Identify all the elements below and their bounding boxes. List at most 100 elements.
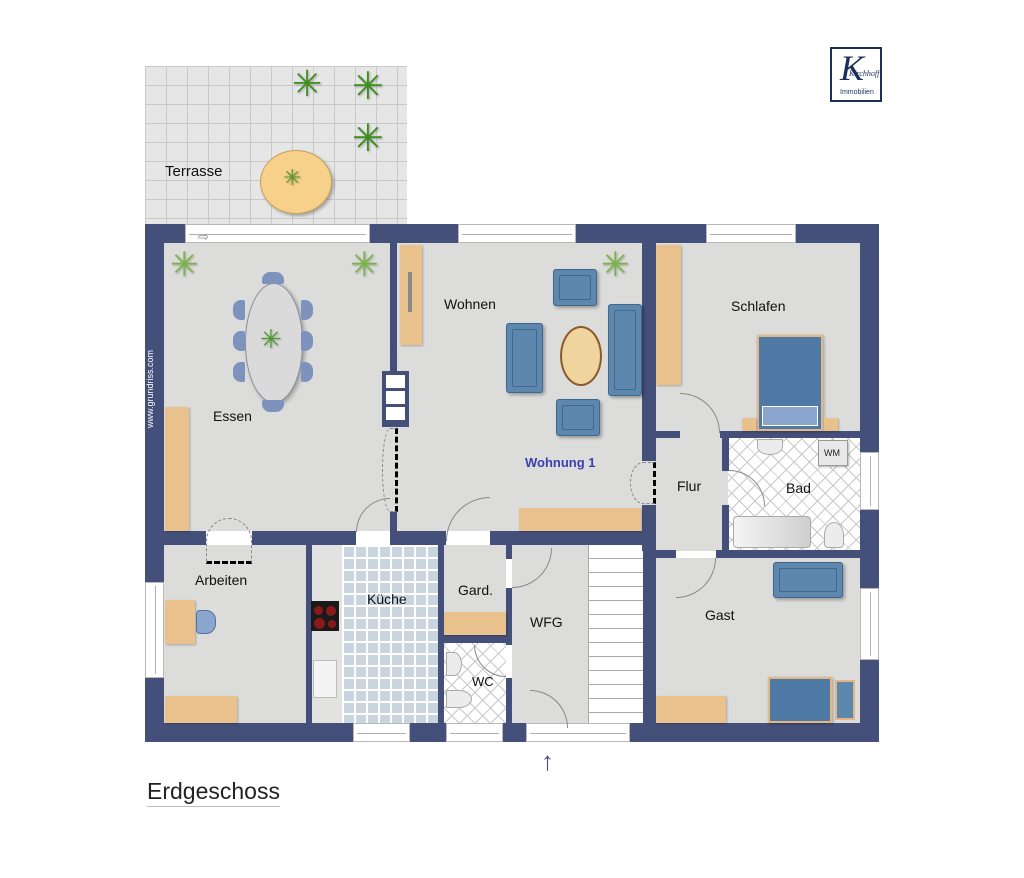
room-label-terrasse: Terrasse xyxy=(165,163,223,180)
wall-essen-arbeiten-left xyxy=(164,531,206,545)
dining-chair xyxy=(301,331,313,351)
wall-right-mid xyxy=(860,510,879,588)
chimney-vents xyxy=(386,375,405,423)
burner xyxy=(326,606,336,616)
pillow xyxy=(835,680,855,720)
room-label-wfg: WFG xyxy=(530,614,563,630)
wall-bottom-left xyxy=(145,723,353,742)
guest-sofa xyxy=(773,562,843,598)
logo-letter: K xyxy=(840,48,865,88)
door-arbeiten xyxy=(206,518,252,564)
wall-wfg-gast xyxy=(643,545,656,725)
burner xyxy=(314,618,325,629)
wall-bottom-mid1 xyxy=(410,723,446,742)
window-kueche xyxy=(353,723,410,742)
armchair xyxy=(553,269,597,306)
coffee-table xyxy=(560,326,602,386)
wall-kueche-gard xyxy=(438,545,444,723)
terrace-door-arrow-icon: ⇨ xyxy=(198,229,209,244)
wall-flur-bad-top xyxy=(722,431,729,471)
wall-schlafen-bottom xyxy=(656,431,680,438)
shelf-gast xyxy=(656,696,726,723)
desk-arbeiten xyxy=(165,600,195,644)
wall-schlafen-bad xyxy=(720,431,860,438)
wall-right-top xyxy=(860,224,879,452)
wall-top-mid1 xyxy=(370,224,458,243)
dining-chair xyxy=(301,362,313,382)
room-label-gard: Gard. xyxy=(458,582,494,598)
dining-chair xyxy=(233,362,245,382)
wall-wohnen-bottom-1 xyxy=(390,531,446,545)
plant-icon: ✳ xyxy=(601,246,630,284)
wall-bottom-right xyxy=(630,723,879,742)
wall-gard-wfg xyxy=(506,588,512,645)
wc-toilet xyxy=(446,690,472,708)
door-wohnen-flur xyxy=(630,462,656,504)
terrace-area xyxy=(145,66,407,224)
wall-left-top xyxy=(145,224,164,582)
plant-icon: ✳ xyxy=(292,63,323,104)
bath-sink xyxy=(757,439,783,455)
wall-essen-arbeiten-right xyxy=(252,531,356,545)
floor-kueche xyxy=(342,545,438,723)
wall-wohnen-schlafen xyxy=(642,243,656,461)
room-label-arbeiten: Arbeiten xyxy=(195,572,248,588)
washing-machine xyxy=(818,440,848,466)
sideboard-essen xyxy=(165,407,189,531)
nightstand xyxy=(742,418,756,431)
bath-toilet xyxy=(824,522,844,548)
staircase xyxy=(588,545,643,723)
room-label-gast: Gast xyxy=(705,607,735,623)
dining-chair xyxy=(233,300,245,320)
single-bed xyxy=(768,677,832,723)
sideboard-wohnen xyxy=(519,508,641,531)
room-label-kueche: Küche xyxy=(367,591,407,607)
wall-flur-bad-bottom xyxy=(722,505,729,553)
pillows xyxy=(762,406,818,426)
wall-gard-wfg-top xyxy=(506,545,512,559)
wall-top-right xyxy=(796,224,879,243)
room-label-flur: Flur xyxy=(677,478,702,494)
unit-label: Wohnung 1 xyxy=(525,455,596,470)
dining-chair xyxy=(301,300,313,320)
plant-icon: ✳ xyxy=(350,246,379,284)
logo-script: Kirchhoff xyxy=(849,69,880,78)
wall-flur-gast xyxy=(656,550,676,558)
floor-flur xyxy=(642,431,728,551)
dining-chair xyxy=(262,400,284,412)
window-wc xyxy=(446,723,503,742)
room-label-essen: Essen xyxy=(213,408,252,424)
washing-machine-label: WM xyxy=(824,448,840,458)
door-essen-wohnen xyxy=(382,428,398,512)
wall-wc-wfg xyxy=(506,678,512,723)
wall-bottom-mid2 xyxy=(503,723,526,742)
room-label-schlafen: Schlafen xyxy=(731,298,786,314)
burner xyxy=(328,620,336,628)
plant-icon: ✳ xyxy=(352,118,384,160)
wall-arbeiten-kueche xyxy=(306,545,312,723)
plant-icon: ✳ xyxy=(352,66,384,108)
plant-icon: ✳ xyxy=(260,324,282,354)
shelf-arbeiten xyxy=(165,696,237,723)
wall-essen-wohnen-bottom xyxy=(390,512,397,532)
window-gast xyxy=(860,588,879,660)
shelf-gard xyxy=(444,612,506,635)
bathtub xyxy=(733,516,811,548)
terrace-door-window xyxy=(185,224,370,243)
tv-icon xyxy=(408,272,412,312)
window-bad xyxy=(860,452,879,510)
sofa-three-seat xyxy=(608,304,642,396)
watermark: www.grundriss.com xyxy=(145,349,155,428)
room-label-wc: WC xyxy=(472,674,494,689)
office-chair xyxy=(196,610,216,634)
sofa-two-seat xyxy=(506,323,543,393)
wall-wohnen-flur-low xyxy=(642,505,656,551)
window-arbeiten xyxy=(145,582,164,678)
burner xyxy=(314,606,323,615)
entrance-arrow-icon: ↑ xyxy=(541,746,554,776)
wall-top-mid2 xyxy=(576,224,706,243)
wall-essen-wohnen-top xyxy=(390,243,397,371)
wardrobe-schlafen xyxy=(656,245,681,385)
armchair xyxy=(556,399,600,436)
floor-title: Erdgeschoss xyxy=(147,778,280,807)
